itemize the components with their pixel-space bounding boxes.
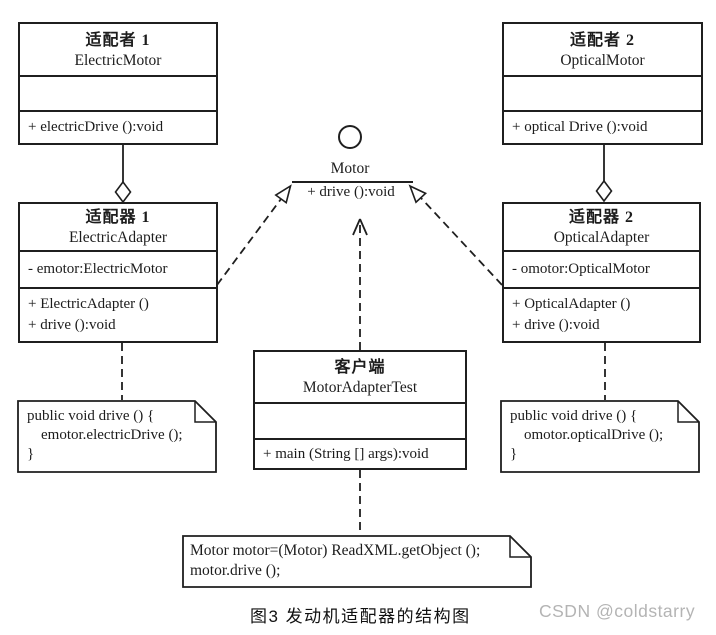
class-attributes-section: - omotor:OpticalMotor (504, 250, 699, 287)
class-methods-section: + optical Drive ():void (504, 110, 701, 143)
class-title-cn: 适配器 1 (85, 209, 151, 226)
interface-operation: + drive ():void (307, 184, 395, 200)
note-main-code: Motor motor=(Motor) ReadXML.getObject ()… (182, 535, 532, 588)
class-title-section: 适配者 2 OpticalMotor (504, 24, 701, 75)
interface-circle-icon (338, 125, 362, 149)
method-label: + optical Drive ():void (512, 119, 648, 135)
dependency-arrowhead-a (352, 218, 361, 236)
note-shape (17, 400, 217, 473)
code-line: motor.drive (); (190, 562, 281, 579)
class-methods-section: + main (String [] args):void (255, 438, 465, 468)
class-name: ElectricAdapter (68, 229, 168, 246)
class-title-section: 适配器 1 ElectricAdapter (20, 204, 216, 250)
figure-caption: 图3 发动机适配器的结构图 (250, 607, 471, 626)
code-line: public void drive () { (510, 408, 638, 424)
class-box-opticalmotor: 适配者 2 OpticalMotor + optical Drive ():vo… (502, 22, 703, 145)
note-shape (500, 400, 700, 473)
class-box-motoradaptertest: 客户端 MotorAdapterTest + main (String [] a… (253, 350, 467, 470)
code-line: emotor.electricDrive (); (41, 427, 183, 443)
class-attributes-section-empty (504, 75, 701, 110)
note-shape (182, 535, 532, 588)
class-box-electricmotor: 适配者 1 ElectricMotor + electricDrive ():v… (18, 22, 218, 145)
class-methods-section: + OpticalAdapter () + drive ():void (504, 287, 699, 341)
note-optical-drive: public void drive () { omotor.opticalDri… (500, 400, 700, 473)
class-attributes-section: - emotor:ElectricMotor (20, 250, 216, 287)
code-line: } (510, 446, 518, 462)
method-label: + drive ():void (512, 317, 600, 333)
attribute-label: - emotor:ElectricMotor (28, 261, 168, 277)
class-box-electricadapter: 适配器 1 ElectricAdapter - emotor:ElectricM… (18, 202, 218, 343)
class-title-section: 适配者 1 ElectricMotor (20, 24, 216, 75)
method-label: + ElectricAdapter () (28, 296, 149, 312)
method-label: + drive ():void (28, 317, 116, 333)
class-methods-section: + electricDrive ():void (20, 110, 216, 143)
class-name: OpticalAdapter (553, 229, 650, 246)
class-attributes-section-empty (255, 402, 465, 438)
code-line: } (27, 446, 35, 462)
code-line: omotor.opticalDrive (); (524, 427, 664, 443)
note-code: Motor motor=(Motor) ReadXML.getObject ()… (182, 535, 532, 581)
realization-line-right (420, 197, 503, 286)
class-title-section: 客户端 MotorAdapterTest (255, 352, 465, 402)
class-title-cn: 适配器 2 (568, 209, 634, 226)
class-methods-section: + ElectricAdapter () + drive ():void (20, 287, 216, 341)
note-code: public void drive () { omotor.opticalDri… (500, 400, 700, 464)
class-name: OpticalMotor (560, 51, 645, 69)
aggregation-diamond-left (114, 180, 132, 204)
interface-name: Motor (330, 160, 370, 177)
realization-line-left (216, 198, 282, 286)
method-label: + OpticalAdapter () (512, 296, 631, 312)
code-line: public void drive () { (27, 408, 155, 424)
aggregation-diamond-right (595, 179, 613, 203)
code-line: Motor motor=(Motor) ReadXML.getObject ()… (190, 542, 481, 559)
class-name: MotorAdapterTest (302, 379, 418, 396)
note-code: public void drive () { emotor.electricDr… (17, 400, 217, 464)
csdn-watermark: CSDN @coldstarry (539, 601, 696, 621)
class-title-cn: 适配者 1 (85, 31, 151, 49)
note-electric-drive: public void drive () { emotor.electricDr… (17, 400, 217, 473)
class-attributes-section-empty (20, 75, 216, 110)
dependency-arrowhead-b (359, 218, 368, 236)
class-box-opticaladapter: 适配器 2 OpticalAdapter - omotor:OpticalMot… (502, 202, 701, 343)
method-label: + electricDrive ():void (28, 119, 164, 135)
attribute-label: - omotor:OpticalMotor (512, 261, 650, 277)
class-name: ElectricMotor (74, 51, 162, 69)
class-title-cn: 适配者 2 (569, 31, 635, 49)
class-title-section: 适配器 2 OpticalAdapter (504, 204, 699, 250)
method-label: + main (String [] args):void (263, 445, 429, 462)
class-title-cn: 客户端 (334, 359, 386, 376)
